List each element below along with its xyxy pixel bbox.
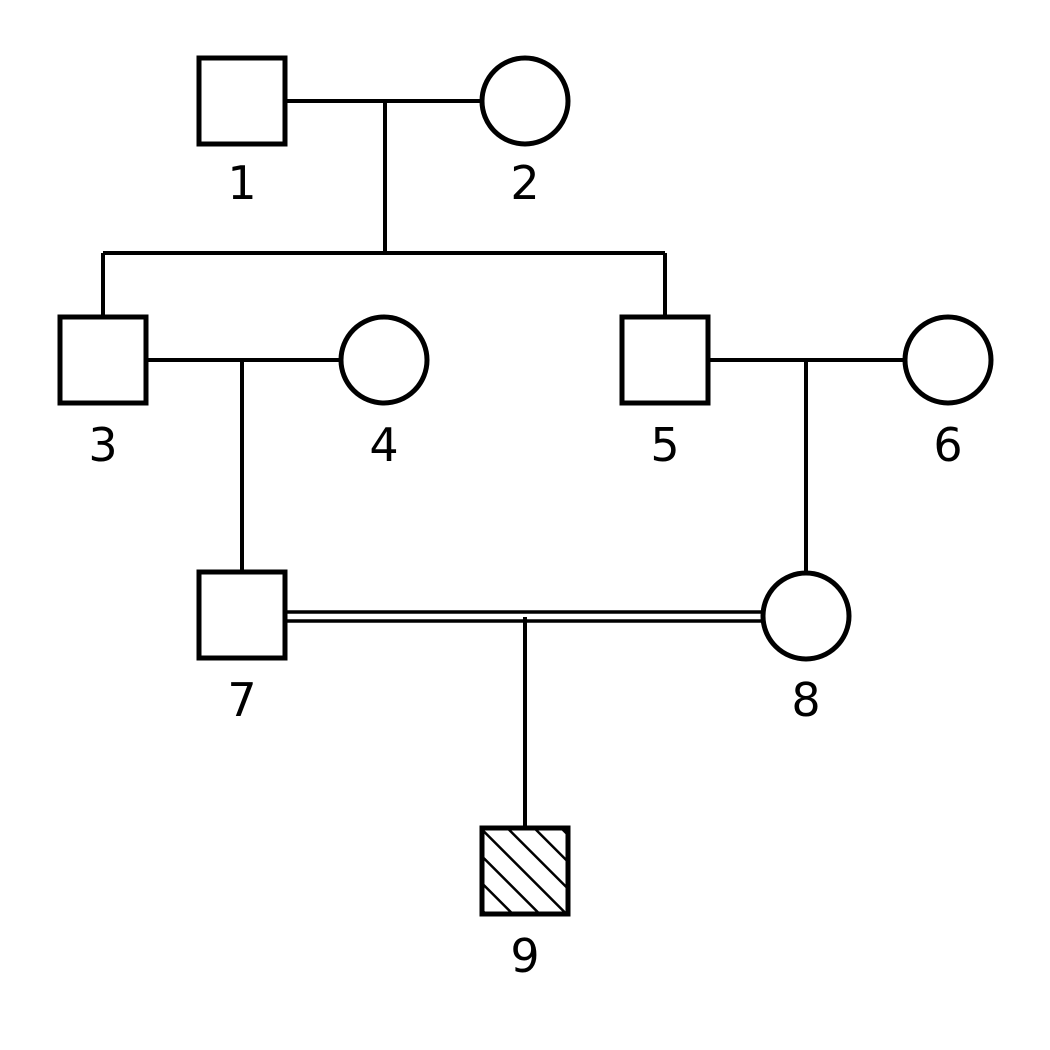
sibship-s1: [101, 101, 667, 317]
symbol-layer: [57, 55, 994, 917]
connector-layer: [101, 99, 906, 828]
individual-8-female: [760, 570, 852, 662]
individual-label-9: 9: [510, 929, 539, 983]
individual-2-female: [479, 55, 571, 147]
individual-label-5: 5: [650, 418, 679, 472]
individual-3-male: [57, 314, 149, 406]
individual-9-male-affected: [479, 825, 571, 917]
individual-label-6: 6: [933, 418, 962, 472]
individual-label-8: 8: [791, 673, 820, 727]
individual-label-2: 2: [510, 156, 539, 210]
individual-label-1: 1: [227, 156, 256, 210]
individual-label-7: 7: [227, 673, 256, 727]
individual-5-male: [619, 314, 711, 406]
individual-label-4: 4: [369, 418, 398, 472]
individual-6-female: [902, 314, 994, 406]
individual-1-male: [196, 55, 288, 147]
individual-7-male: [196, 569, 288, 661]
individual-label-3: 3: [88, 418, 117, 472]
individual-4-female: [338, 314, 430, 406]
label-layer: 1 2 3 4 5 6 7 8 9: [88, 156, 962, 983]
